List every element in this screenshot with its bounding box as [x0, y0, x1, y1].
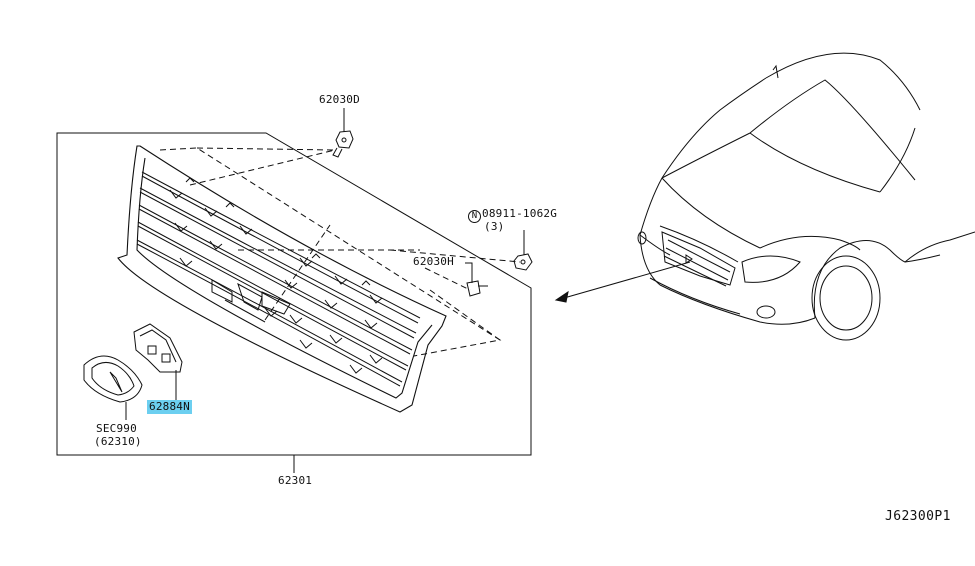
emblem-sec990	[83, 355, 143, 420]
label-08911: 08911-1062G	[482, 207, 558, 220]
vehicle-front-view	[637, 52, 975, 341]
bracket-62884n	[133, 323, 183, 400]
nut-08911	[513, 230, 533, 271]
label-nut-qty: (3)	[484, 220, 505, 233]
callout-arrow	[554, 261, 691, 303]
top-tabs	[185, 177, 371, 286]
label-62301: 62301	[278, 474, 313, 487]
diagram-code: J62300P1	[885, 509, 951, 524]
bolt-62030d	[332, 108, 354, 158]
label-sec990: SEC990	[96, 422, 137, 435]
grille-shell	[117, 145, 447, 413]
label-62310: (62310)	[94, 435, 142, 448]
dashed-mount-outline	[159, 147, 521, 357]
clip-62030h	[465, 262, 488, 297]
label-62884n[interactable]: 62884N	[147, 400, 192, 414]
grille-slats	[136, 171, 421, 387]
label-62030d: 62030D	[319, 93, 360, 106]
label-62030h: 62030H	[413, 255, 454, 268]
n-symbol-icon: N	[468, 210, 481, 223]
slat-teeth	[169, 189, 383, 374]
assembly-frame	[56, 132, 532, 456]
grille-emblem-mount	[211, 279, 291, 323]
